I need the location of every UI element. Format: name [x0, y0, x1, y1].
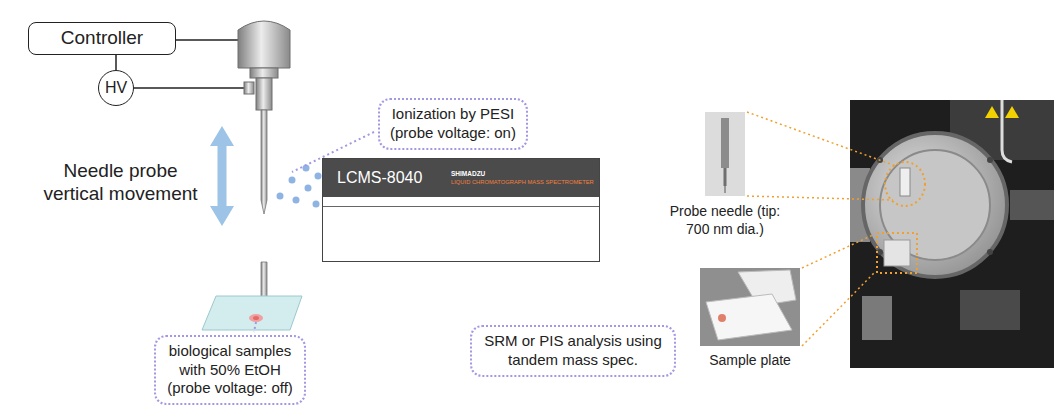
controller-box: Controller: [28, 22, 176, 55]
callout-text: Ionization by PESI (probe voltage: on): [386, 105, 520, 143]
ion-spray: [277, 165, 322, 208]
instrument-text: LIQUID CHROMATOGRAPH MASS SPECTROMETER: [451, 178, 599, 187]
callout-box: SRM or PIS analysis using tandem mass sp…: [470, 325, 676, 377]
photo-label: Probe needle (tip: 700 nm dia.): [662, 203, 788, 238]
motion-label: Needle probe vertical movement: [33, 160, 208, 206]
instrument-text: SHIMADZU: [451, 169, 599, 178]
box-label: Controller: [35, 27, 169, 50]
hv-circle: HV: [98, 70, 134, 106]
leader-line: [747, 112, 896, 346]
instrument-text: LCMS-8040: [337, 169, 451, 187]
callout-box: Ionization by PESI (probe voltage: on): [378, 98, 528, 150]
instrument-photo: [850, 100, 1054, 368]
circle-label: HV: [105, 79, 127, 97]
callout-text: SRM or PIS analysis using tandem mass sp…: [478, 332, 668, 370]
photo-label: Sample plate: [695, 352, 805, 370]
plate-photo: [700, 268, 800, 346]
callout-box: biological samples with 50% EtOH (probe …: [154, 335, 306, 405]
connector-line: [115, 55, 117, 70]
probe-device: [238, 21, 290, 310]
callout-text: biological samples with 50% EtOH (probe …: [162, 342, 298, 398]
movement-arrow: [210, 126, 234, 226]
needle-photo: [705, 112, 745, 196]
instrument-box: LCMS-8040SHIMADZULIQUID CHROMATOGRAPH MA…: [322, 158, 600, 262]
sample-slide: [202, 296, 302, 330]
